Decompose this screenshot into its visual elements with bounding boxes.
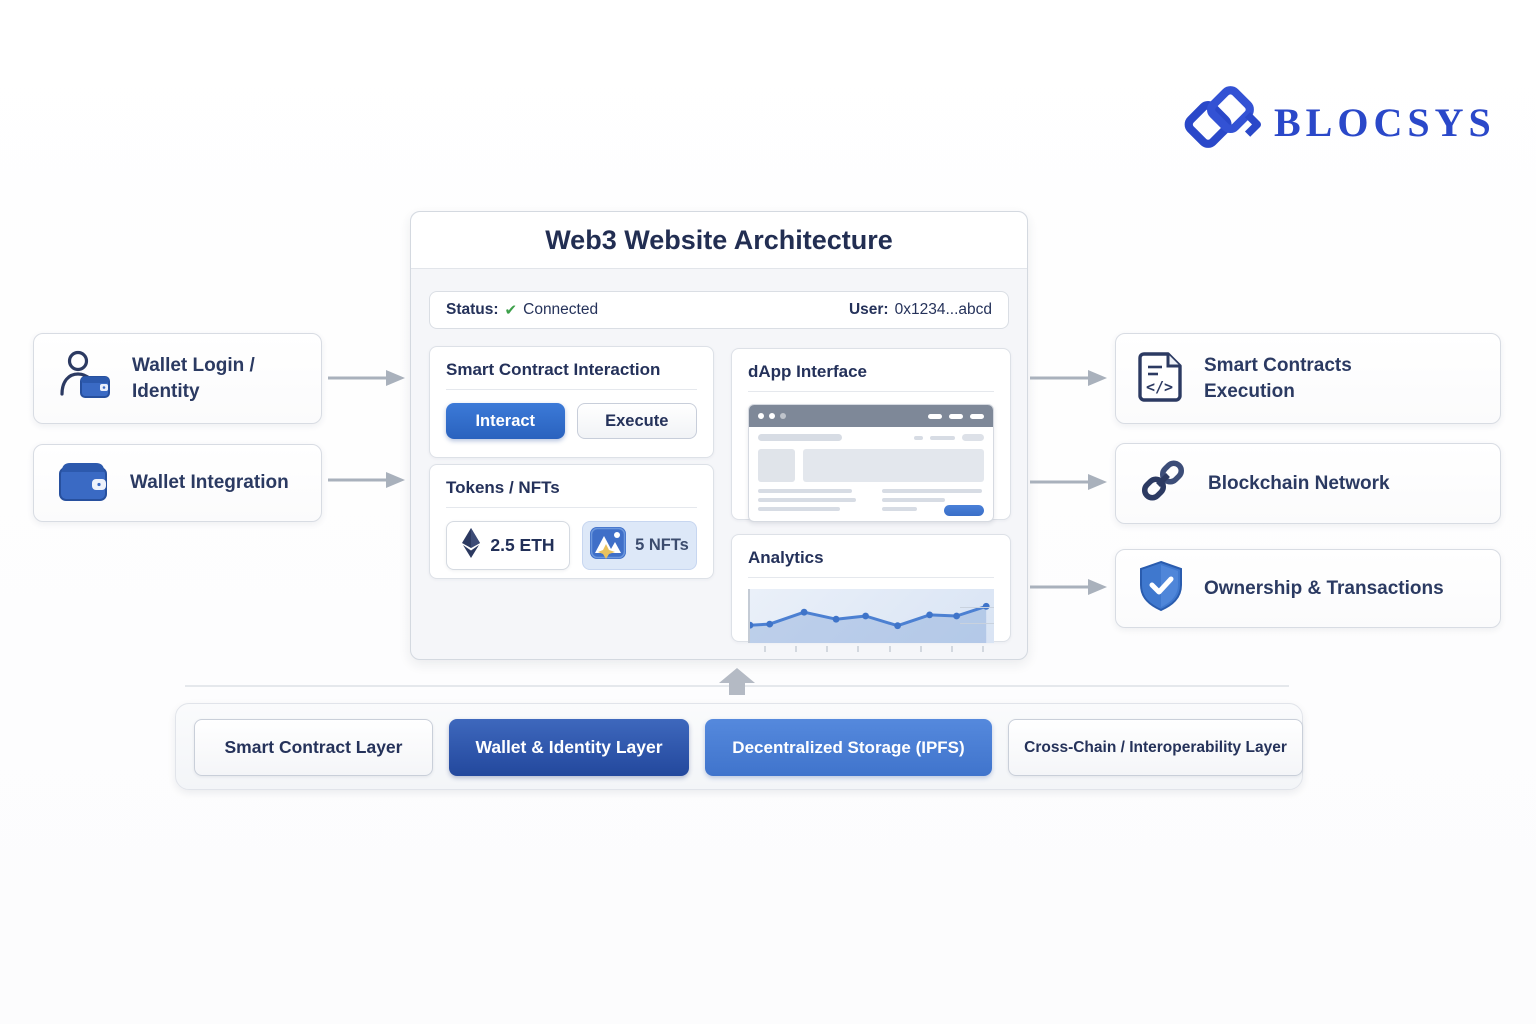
arrow-right-icon [328, 470, 406, 490]
browser-cta-button [944, 505, 984, 516]
nft-count-chip: 5 NFTs [581, 521, 697, 570]
svg-text:</>: </> [1146, 378, 1173, 396]
node-label: Blockchain Network [1208, 472, 1390, 494]
wallet-icon [56, 458, 110, 509]
user-wallet-icon [56, 348, 112, 409]
layer-decentralized-storage[interactable]: Decentralized Storage (IPFS) [705, 719, 992, 776]
architecture-layers-bar: Smart Contract Layer Wallet & Identity L… [175, 703, 1303, 790]
node-label: Wallet Integration [130, 472, 289, 494]
execute-button[interactable]: Execute [576, 403, 697, 439]
page-title: Web3 Website Architecture [545, 224, 893, 255]
layer-smart-contract[interactable]: Smart Contract Layer [194, 719, 433, 776]
shield-check-icon [1138, 560, 1184, 617]
browser-mockup [748, 404, 994, 522]
nft-image-icon [590, 527, 627, 564]
arrow-right-icon [1030, 472, 1108, 492]
browser-titlebar [749, 405, 993, 427]
chain-links-logo-icon [1182, 82, 1264, 163]
panel-title: Analytics [748, 548, 994, 578]
node-label: Smart Contracts Execution [1204, 354, 1352, 402]
node-label: Ownership & Transactions [1204, 577, 1444, 599]
chain-link-icon [1138, 456, 1188, 511]
logo-wordmark: BLOCSYS [1274, 100, 1496, 145]
layer-cross-chain[interactable]: Cross-Chain / Interoperability Layer [1008, 719, 1303, 776]
user-label: User: [848, 301, 889, 318]
chart-axis-ticks [748, 643, 994, 652]
eth-amount: 2.5 ETH [490, 535, 555, 555]
tokens-nfts-panel: Tokens / NFTs 2.5 ETH [429, 464, 714, 579]
arrow-up-icon [715, 666, 759, 701]
web3-architecture-card: Web3 Website Architecture Status: ✔ Conn… [410, 211, 1028, 660]
status-label: Status: [446, 301, 499, 318]
status-bar: Status: ✔ Connected User: 0x1234...abcd [429, 291, 1009, 329]
node-blockchain-network: Blockchain Network [1115, 443, 1501, 524]
interact-button[interactable]: Interact [446, 403, 565, 439]
arrow-right-icon [1030, 577, 1108, 597]
panel-title: Smart Contract Interaction [446, 360, 697, 390]
panel-title: dApp Interface [748, 362, 994, 392]
check-icon: ✔ [504, 302, 518, 319]
smart-contract-interaction-panel: Smart Contract Interaction Interact Exec… [429, 346, 714, 458]
analytics-chart [748, 589, 994, 652]
contract-code-icon: </> [1138, 350, 1184, 407]
browser-content-skeleton [749, 427, 993, 521]
eth-balance-chip: 2.5 ETH [446, 521, 570, 570]
ethereum-icon [461, 528, 481, 563]
card-header: Web3 Website Architecture [411, 212, 1027, 269]
blocsys-logo: BLOCSYS [1182, 82, 1496, 163]
dapp-interface-panel: dApp Interface [731, 348, 1011, 522]
node-label: Wallet Login / Identity [132, 354, 255, 402]
nft-count: 5 NFTs [635, 536, 689, 554]
status-value: Connected [523, 301, 599, 318]
node-ownership-transactions: Ownership & Transactions [1115, 549, 1501, 628]
arrow-right-icon [1030, 368, 1108, 388]
layer-wallet-identity[interactable]: Wallet & Identity Layer [449, 719, 689, 776]
arrow-right-icon [328, 368, 406, 388]
chart-markers [750, 602, 990, 630]
panel-title: Tokens / NFTs [446, 478, 697, 508]
user-address: 0x1234...abcd [894, 301, 992, 318]
node-wallet-integration: Wallet Integration [33, 444, 322, 522]
node-smart-contracts-execution: </> Smart Contracts Execution [1115, 333, 1501, 424]
node-wallet-login: Wallet Login / Identity [33, 333, 322, 424]
analytics-panel: Analytics [731, 534, 1011, 652]
